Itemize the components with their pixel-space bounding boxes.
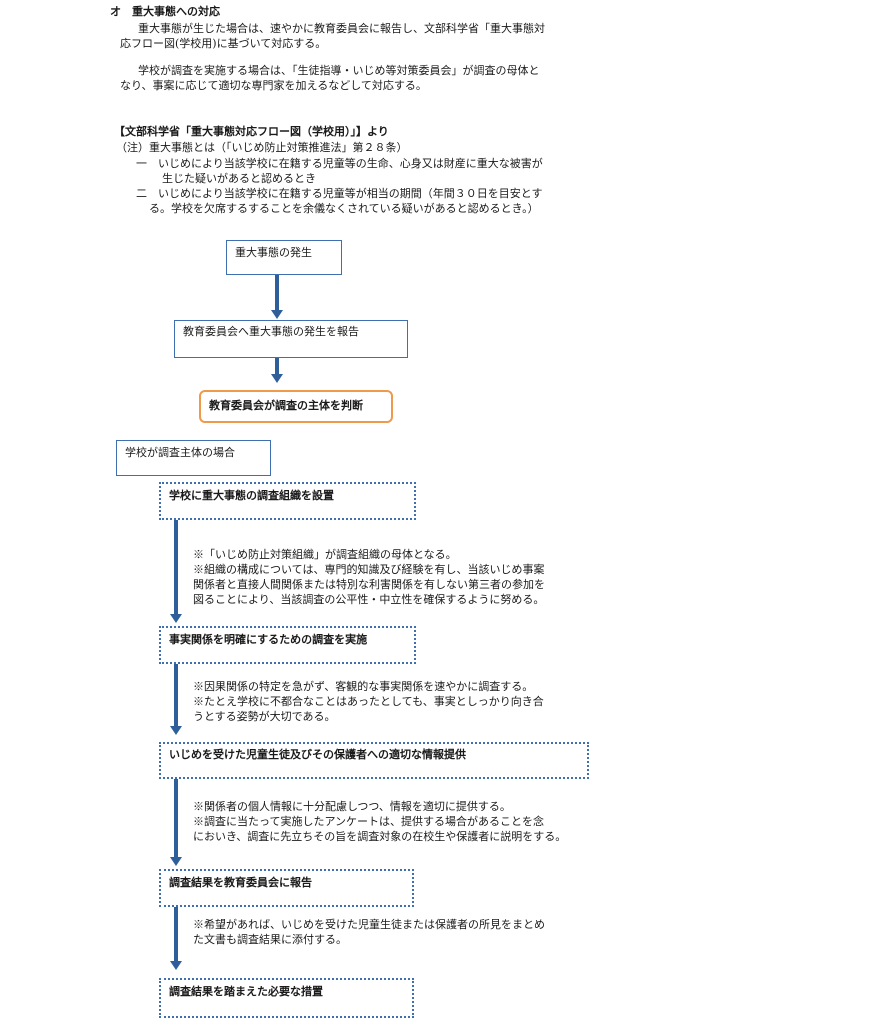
note3-line1: ※関係者の個人情報に十分配慮しつつ、情報を適切に提供する。 — [193, 800, 511, 813]
step4-label: 調査結果を教育委員会に報告 — [169, 876, 312, 889]
note-item2-line2: る。学校を欠席するすることを余儀なくされている疑いがあると認めるとき。） — [149, 202, 539, 215]
note1-line4: 図ることにより、当該調査の公平性・中立性を確保するように努める。 — [193, 593, 545, 606]
section-heading: オ 重大事態への対応 — [110, 5, 220, 18]
note-item1-line1: 一 いじめにより当該学校に在籍する児童等の生命、心身又は財産に重大な被害が — [136, 157, 543, 170]
note1-line1: ※「いじめ防止対策組織」が調査組織の母体となる。 — [193, 548, 457, 561]
report-board-box: 教育委員会へ重大事態の発生を報告 — [174, 320, 408, 358]
step2-label: 事実関係を明確にするための調査を実施 — [169, 633, 368, 646]
note3-line3: においき、調査に先立ちその旨を調査対象の在校生や保護者に説明をする。 — [193, 830, 567, 843]
note2-line3: うとする姿勢が大切である。 — [193, 710, 336, 723]
note2-line2: ※たとえ学校に不都合なことはあったとしても、事実としっかり向き合 — [193, 695, 544, 708]
step4-box: 調査結果を教育委員会に報告 — [159, 869, 414, 907]
arrow-down-icon — [271, 275, 283, 319]
school-case-label: 学校が調査主体の場合 — [125, 446, 235, 459]
board-judges-box: 教育委員会が調査の主体を判断 — [199, 390, 393, 423]
para1-line2: 応フロー図(学校用)に基づいて対応する。 — [120, 37, 327, 50]
note4-line1: ※希望があれば、いじめを受けた児童生徒または保護者の所見をまとめ — [193, 918, 545, 931]
school-case-box: 学校が調査主体の場合 — [116, 440, 271, 476]
board-judges-label: 教育委員会が調査の主体を判断 — [209, 399, 363, 412]
note4-line2: た文書も調査結果に添付する。 — [193, 933, 347, 946]
arrow-down-icon — [170, 664, 182, 735]
para2-line2: なり、事案に応じて適切な専門家を加えるなどして対応する。 — [120, 79, 427, 92]
arrow-down-icon — [271, 358, 283, 383]
para1-line1: 重大事態が生じた場合は、速やかに教育委員会に報告し、文部科学省「重大事態対 — [138, 22, 545, 35]
note-item1-line2: 生じた疑いがあると認めるとき — [162, 172, 316, 185]
arrow-down-icon — [170, 520, 182, 623]
note2-line1: ※因果関係の特定を急がず、客観的な事実関係を速やかに調査する。 — [193, 680, 534, 693]
step3-label: いじめを受けた児童生徒及びその保護者への適切な情報提供 — [169, 748, 466, 761]
step1-box: 学校に重大事態の調査組織を設置 — [159, 482, 416, 520]
report-board-label: 教育委員会へ重大事態の発生を報告 — [183, 325, 359, 338]
note3-line2: ※調査に当たって実施したアンケートは、提供する場合があることを念 — [193, 815, 545, 828]
note1-line3: 関係者と直接人間関係または特別な利害関係を有しない第三者の参加を — [193, 578, 545, 591]
arrow-down-icon — [170, 907, 182, 970]
reference-title: 【文部科学省「重大事態対応フロー図（学校用）」】より — [114, 125, 389, 138]
step1-label: 学校に重大事態の調査組織を設置 — [169, 489, 334, 502]
note1-line2: ※組織の構成については、専門的知識及び経験を有し、当該いじめ事案 — [193, 563, 545, 576]
occurrence-label: 重大事態の発生 — [235, 246, 312, 259]
occurrence-box: 重大事態の発生 — [226, 240, 342, 275]
step3-box: いじめを受けた児童生徒及びその保護者への適切な情報提供 — [159, 742, 589, 779]
para2-line1: 学校が調査を実施する場合は、「生徒指導・いじめ等対策委員会」が調査の母体と — [138, 64, 540, 77]
note-item2-line1: 二 いじめにより当該学校に在籍する児童等が相当の期間（年間３０日を目安とす — [136, 187, 543, 200]
step5-label: 調査結果を踏まえた必要な措置 — [169, 985, 323, 998]
step5-box: 調査結果を踏まえた必要な措置 — [159, 978, 414, 1018]
arrow-down-icon — [170, 779, 182, 866]
step2-box: 事実関係を明確にするための調査を実施 — [159, 626, 416, 664]
note-intro: （注）重大事態とは（「いじめ防止対策推進法」第２８条） — [116, 141, 408, 154]
